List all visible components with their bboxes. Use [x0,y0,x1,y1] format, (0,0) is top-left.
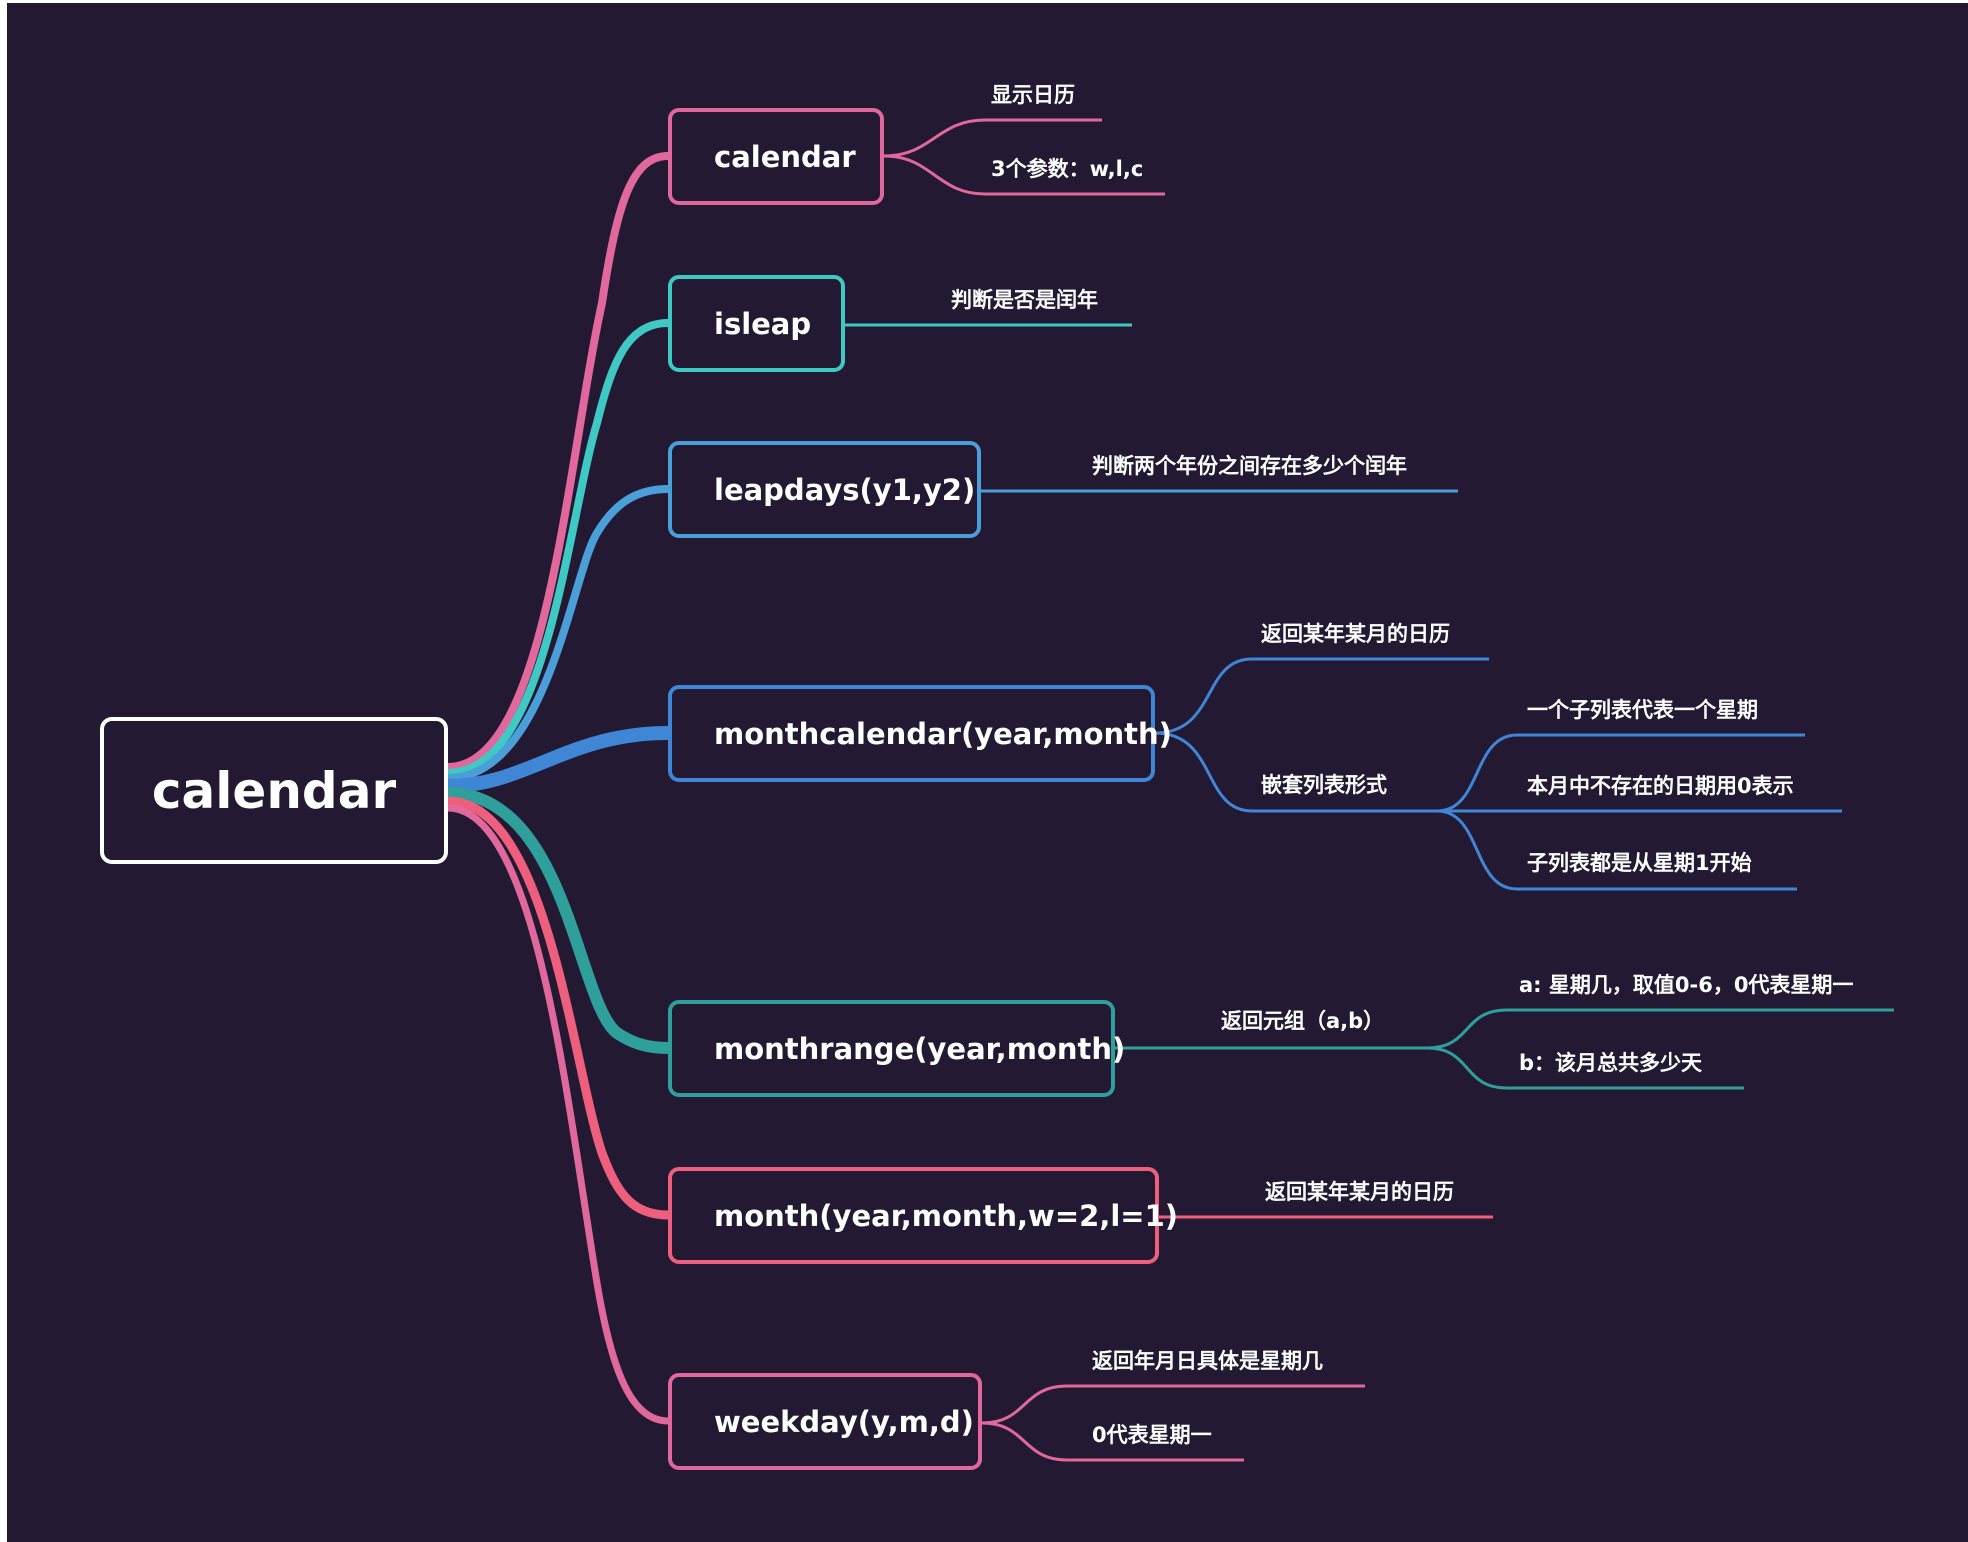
branch-calendar[interactable]: calendar [668,108,884,205]
link-root-monthcalendar [447,726,669,793]
leaf-mc-return[interactable]: 返回某年某月的日历 [1261,622,1450,646]
link-mc-return [1154,657,1489,735]
branch-monthrange[interactable]: monthrange(year,month) [668,1000,1125,1097]
root-topic-label: calendar [151,761,397,820]
link-nested-sub1 [1436,733,1805,813]
leaf-nested-start-monday[interactable]: 子列表都是从星期1开始 [1527,851,1752,875]
link-tuple-a [1426,1008,1894,1050]
link-tuple-b [1426,1046,1744,1090]
branch-label: weekday(y,m,d) [714,1404,974,1439]
branch-label: isleap [714,306,812,341]
link-root-monthrange [447,787,669,1054]
branch-label: calendar [714,139,856,174]
leaf-weekday-desc[interactable]: 返回年月日具体是星期几 [1092,1349,1323,1373]
link-root-calendar [447,152,669,771]
leaf-month-desc[interactable]: 返回某年某月的日历 [1265,1180,1454,1204]
link-weekday-1 [981,1384,1365,1425]
mind-map-canvas: calendar calendar isleap leapdays(y1,y2)… [7,3,1968,1542]
leaf-calendar-display[interactable]: 显示日历 [991,83,1075,107]
leaf-leapdays-desc[interactable]: 判断两个年份之间存在多少个闰年 [1092,454,1407,478]
link-root-weekday [447,804,669,1425]
leaf-mr-tuple[interactable]: 返回元组（a,b） [1221,1009,1385,1033]
link-weekday-2 [981,1421,1244,1462]
leaf-nested-zero-days[interactable]: 本月中不存在的日期用0表示 [1527,774,1794,798]
branch-leapdays[interactable]: leapdays(y1,y2) [668,441,981,538]
link-root-leapdays [447,485,669,782]
branch-month[interactable]: month(year,month,w=2,l=1) [668,1167,1178,1264]
leaf-calendar-params[interactable]: 3个参数：w,l,c [991,157,1144,181]
leaf-tuple-a[interactable]: a: 星期几，取值0-6，0代表星期一 [1519,973,1854,997]
connector-lines [447,118,1894,1462]
link-calendar-display [883,118,1102,158]
branch-label: monthrange(year,month) [714,1031,1126,1066]
link-calendar-params [883,154,1165,196]
leaf-isleap-desc[interactable]: 判断是否是闰年 [951,288,1098,312]
branch-label: month(year,month,w=2,l=1) [714,1198,1179,1233]
link-root-month [447,796,669,1220]
link-mc-nested [1154,731,1437,813]
branch-weekday[interactable]: weekday(y,m,d) [668,1373,982,1470]
leaf-tuple-b[interactable]: b：该月总共多少天 [1519,1051,1703,1075]
leaf-weekday-zero[interactable]: 0代表星期一 [1092,1423,1212,1447]
branch-monthcalendar[interactable]: monthcalendar(year,month) [668,685,1172,782]
link-nested-sub3 [1436,809,1797,891]
branch-isleap[interactable]: isleap [668,275,845,372]
leaf-nested-sublist-week[interactable]: 一个子列表代表一个星期 [1527,698,1758,722]
leaf-mc-nested[interactable]: 嵌套列表形式 [1261,773,1387,797]
branch-label: leapdays(y1,y2) [714,472,976,507]
link-root-isleap [447,319,669,777]
root-topic[interactable]: calendar [100,717,448,864]
branch-label: monthcalendar(year,month) [714,716,1172,751]
